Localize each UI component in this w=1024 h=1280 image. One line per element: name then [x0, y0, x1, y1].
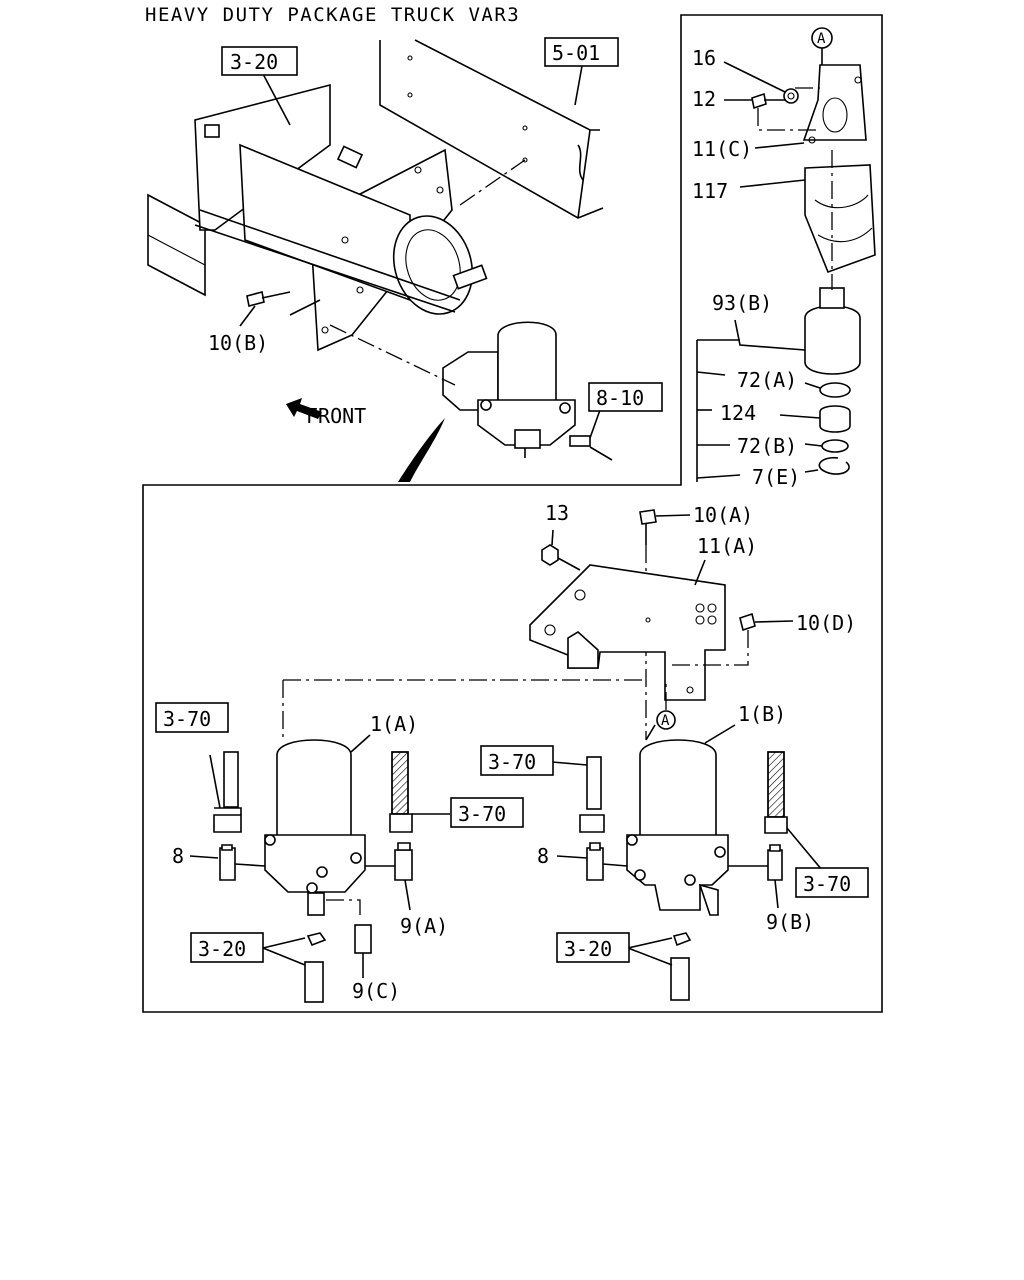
label-7e: 7(E): [752, 465, 800, 489]
ref-3-20-top: 3-20: [230, 50, 278, 74]
marker-a-bottom: A: [661, 713, 670, 729]
ref-box-3-70-d: [795, 867, 869, 898]
ref-3-70-c: 3-70: [458, 802, 506, 826]
label-1a: 1(A): [370, 712, 418, 736]
diagram-title: HEAVY DUTY PACKAGE TRUCK VAR3: [145, 4, 520, 26]
ref-box-3-20-br: [556, 932, 630, 963]
leader-5-01: [574, 65, 583, 106]
label-8-left: 8: [172, 844, 184, 868]
rail-centerline: [459, 159, 526, 206]
label-16: 16: [692, 46, 716, 70]
bolt-10b: [239, 291, 321, 327]
label-13: 13: [545, 501, 569, 525]
label-11a: 11(A): [697, 534, 757, 558]
ref-3-20-br: 3-20: [564, 937, 612, 961]
ref-box-3-70-a: [155, 702, 229, 733]
label-72b: 72(B): [737, 434, 797, 458]
ref-box-3-70-b: [480, 745, 554, 776]
ref-box-3-20-bl: [190, 932, 264, 963]
label-93b: 93(B): [712, 291, 772, 315]
label-117: 117: [692, 179, 728, 203]
ref-box-8-10: [588, 382, 663, 412]
label-9c: 9(C): [352, 979, 400, 1003]
ref-3-70-d: 3-70: [803, 872, 851, 896]
label-10b: 10(B): [208, 331, 268, 355]
label-10d: 10(D): [796, 611, 856, 635]
label-8-right: 8: [537, 844, 549, 868]
marker-a-top: A: [817, 31, 826, 47]
frame-rail: [379, 39, 604, 219]
ref-3-70-a: 3-70: [163, 707, 211, 731]
ref-5-01: 5-01: [552, 41, 600, 65]
ref-box-3-70-c: [450, 797, 524, 828]
ref-box-3-20-top: [221, 46, 298, 76]
label-72a: 72(A): [737, 368, 797, 392]
label-10a: 10(A): [693, 503, 753, 527]
label-12: 12: [692, 87, 716, 111]
ref-8-10: 8-10: [596, 386, 644, 410]
label-9a: 9(A): [400, 914, 448, 938]
air-tank-assembly: [147, 83, 488, 352]
ref-3-20-bl: 3-20: [198, 937, 246, 961]
label-11c: 11(C): [692, 137, 752, 161]
connector-8-10: [569, 435, 591, 447]
leader-8-10: [589, 409, 601, 439]
detail-filter-kit: [696, 27, 876, 482]
leader-3-20-top: [261, 71, 291, 126]
mount-centerline: [329, 324, 456, 386]
hose-hatch-right: [767, 751, 785, 818]
hose-hatch-left: [391, 751, 409, 815]
label-front: FRONT: [306, 404, 366, 428]
label-124: 124: [720, 401, 756, 425]
zoom-wedge-icon: [398, 418, 445, 482]
label-1b: 1(B): [738, 702, 786, 726]
ref-3-70-b: 3-70: [488, 750, 536, 774]
label-9b: 9(B): [766, 910, 814, 934]
ref-box-5-01: [544, 37, 619, 67]
connector-wire: [589, 446, 613, 461]
detail-box-outline: [142, 14, 883, 1013]
air-dryer-mounted: [442, 321, 576, 458]
front-arrow-icon: [286, 398, 322, 419]
